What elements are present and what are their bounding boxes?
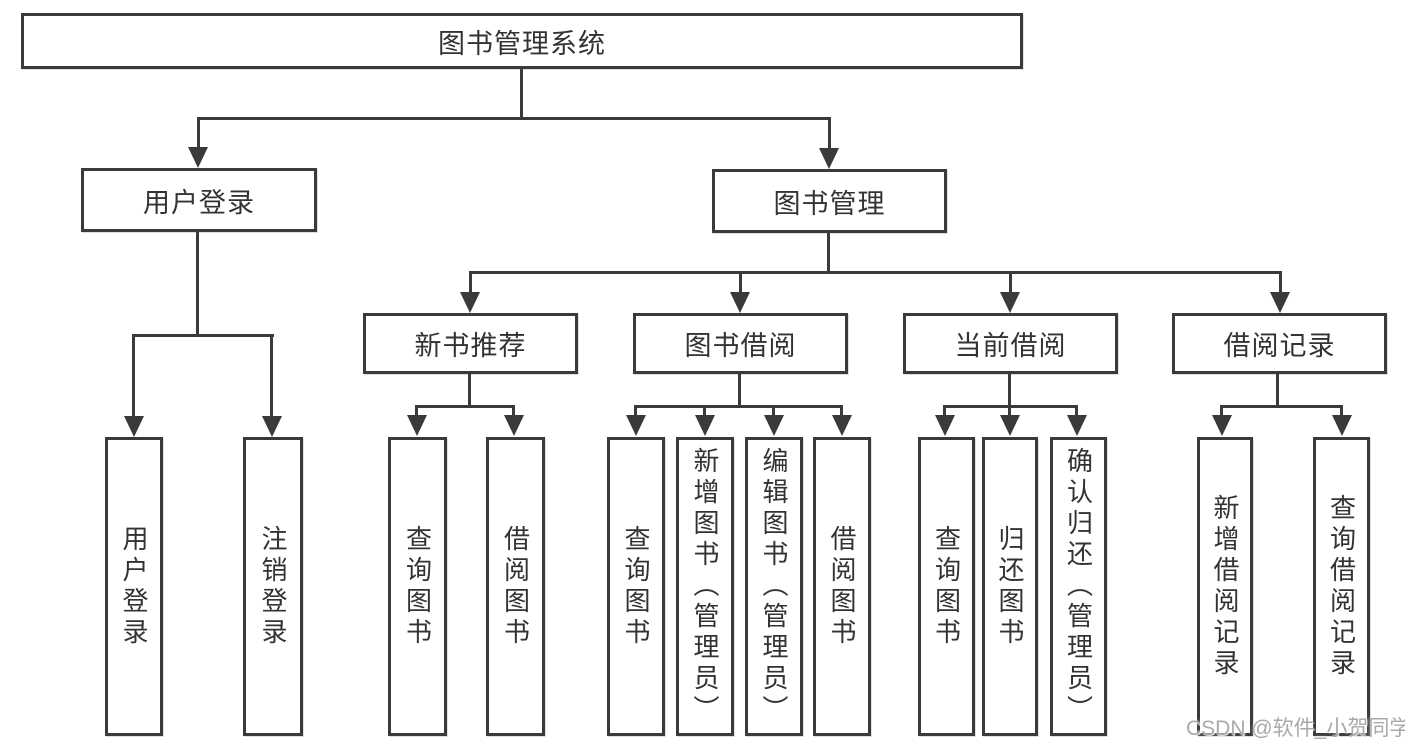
leaf-query-book-current: 查询图书 bbox=[918, 437, 975, 736]
node-borrow-records: 借阅记录 bbox=[1172, 313, 1387, 374]
connector-line bbox=[1075, 405, 1078, 416]
connector-line bbox=[840, 405, 843, 416]
connector-line bbox=[469, 271, 1282, 274]
arrow-down-icon bbox=[1212, 415, 1232, 436]
connector-line bbox=[1008, 405, 1011, 416]
node-book-borrow: 图书借阅 bbox=[633, 313, 848, 374]
connector-line bbox=[270, 334, 273, 417]
arrow-down-icon bbox=[832, 415, 852, 436]
arrow-down-icon bbox=[819, 148, 839, 169]
leaf-borrow-book: 借阅图书 bbox=[813, 437, 871, 736]
connector-line bbox=[132, 334, 274, 337]
leaf-user-login: 用户登录 bbox=[105, 437, 163, 736]
leaf-confirm-return-admin: 确认归还（管理员） bbox=[1050, 437, 1107, 736]
node-user-login: 用户登录 bbox=[81, 168, 317, 232]
connector-line bbox=[1276, 373, 1279, 407]
connector-line bbox=[415, 405, 515, 408]
arrow-down-icon bbox=[1332, 415, 1352, 436]
leaf-query-book-borrow: 查询图书 bbox=[607, 437, 665, 736]
node-new-book-recommend: 新书推荐 bbox=[363, 313, 578, 374]
connector-line bbox=[468, 373, 471, 407]
connector-line bbox=[772, 405, 775, 416]
arrow-down-icon bbox=[504, 415, 524, 436]
arrow-down-icon bbox=[262, 416, 282, 437]
arrow-down-icon bbox=[188, 147, 208, 168]
connector-line bbox=[197, 117, 830, 120]
arrow-down-icon bbox=[1067, 415, 1087, 436]
leaf-query-borrow-record: 查询借阅记录 bbox=[1313, 437, 1370, 736]
connector-line bbox=[943, 405, 946, 416]
connector-line bbox=[415, 405, 418, 416]
node-root: 图书管理系统 bbox=[21, 13, 1023, 69]
connector-line bbox=[1340, 405, 1343, 416]
connector-line bbox=[1220, 405, 1223, 416]
connector-line bbox=[739, 271, 742, 293]
leaf-logout: 注销登录 bbox=[243, 437, 303, 736]
leaf-add-borrow-record: 新增借阅记录 bbox=[1197, 437, 1253, 736]
connector-line bbox=[634, 405, 843, 408]
arrow-down-icon bbox=[407, 415, 427, 436]
connector-line bbox=[512, 405, 515, 416]
connector-line bbox=[520, 67, 523, 119]
watermark-text: CSDN @软件_小贺同学 bbox=[1186, 717, 1405, 740]
arrow-down-icon bbox=[935, 415, 955, 436]
arrow-down-icon bbox=[124, 416, 144, 437]
connector-line bbox=[738, 373, 741, 407]
connector-line bbox=[132, 334, 135, 417]
connector-line bbox=[827, 231, 830, 273]
connector-line bbox=[1220, 405, 1343, 408]
connector-line bbox=[1009, 271, 1012, 293]
arrow-down-icon bbox=[695, 415, 715, 436]
arrow-down-icon bbox=[730, 292, 750, 313]
node-book-management: 图书管理 bbox=[712, 169, 947, 233]
leaf-edit-book-admin: 编辑图书（管理员） bbox=[745, 437, 803, 736]
arrow-down-icon bbox=[1000, 415, 1020, 436]
arrow-down-icon bbox=[1270, 292, 1290, 313]
connector-line bbox=[197, 117, 200, 148]
connector-line bbox=[196, 230, 199, 336]
arrow-down-icon bbox=[626, 415, 646, 436]
leaf-borrow-book-recommend: 借阅图书 bbox=[486, 437, 545, 736]
arrow-down-icon bbox=[460, 292, 480, 313]
leaf-return-book: 归还图书 bbox=[982, 437, 1038, 736]
connector-line bbox=[1279, 271, 1282, 293]
connector-line bbox=[634, 405, 637, 416]
connector-line bbox=[1008, 373, 1011, 407]
connector-line bbox=[703, 405, 706, 416]
connector-line bbox=[469, 271, 472, 293]
arrow-down-icon bbox=[764, 415, 784, 436]
arrow-down-icon bbox=[1000, 292, 1020, 313]
leaf-query-book-recommend: 查询图书 bbox=[388, 437, 447, 736]
connector-line bbox=[828, 117, 831, 149]
leaf-add-book-admin: 新增图书（管理员） bbox=[676, 437, 734, 736]
node-current-borrow: 当前借阅 bbox=[903, 313, 1118, 374]
